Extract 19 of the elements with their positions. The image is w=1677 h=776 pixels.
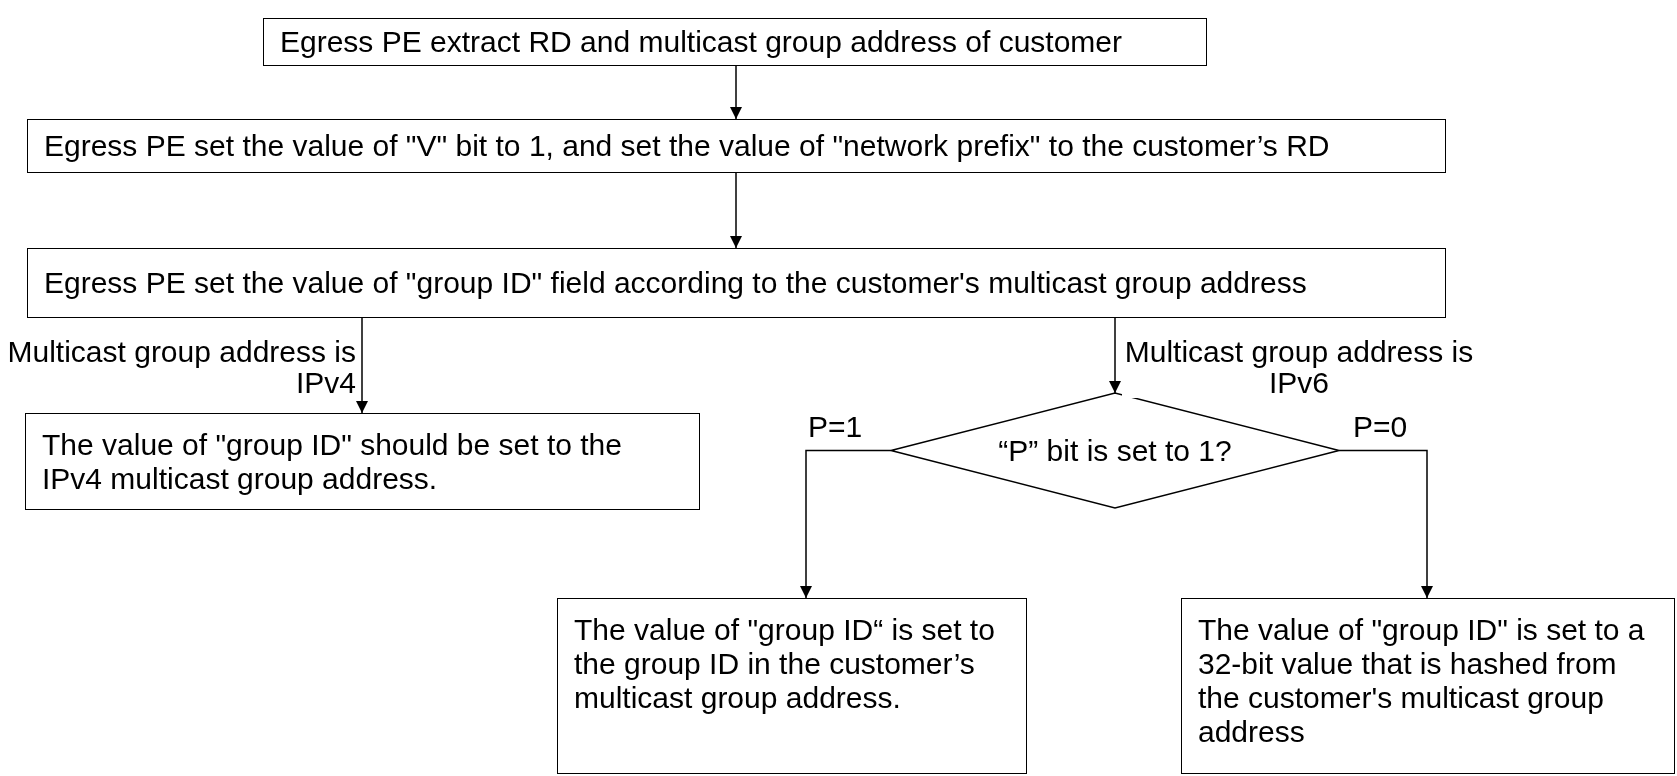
- arrow: [800, 449, 892, 599]
- process-box: [25, 413, 700, 510]
- process-box: [27, 248, 1446, 318]
- arrow: [1338, 449, 1433, 599]
- arrow: [730, 172, 742, 249]
- node-text: The value of "group ID" is set to a 32-bit value that is hashed from the customer's multicast group address: [1198, 613, 1646, 749]
- process-box: [27, 119, 1446, 173]
- arrow: [356, 317, 368, 414]
- node-text: The value of "group ID“ is set to the group ID in the customer’s multicast group address.: [574, 613, 996, 715]
- arrow: [1109, 317, 1121, 394]
- process-box: [263, 18, 1207, 66]
- process-box: [1181, 598, 1675, 774]
- node-text: The value of "group ID" should be set to the IPv4 multicast group address.: [42, 427, 623, 496]
- node-text: Egress PE extract RD and multicast group address of customer: [280, 25, 1123, 59]
- arrow: [730, 65, 742, 120]
- node-text: Egress PE set the value of "group ID" field according to the customer's multicast group address: [44, 266, 1307, 300]
- node-text: Egress PE set the value of "V" bit to 1, and set the value of "network prefix" to the customer’s RD: [44, 129, 1330, 163]
- process-box: [557, 598, 1027, 774]
- node-text: “P” bit is set to 1?: [998, 433, 1232, 468]
